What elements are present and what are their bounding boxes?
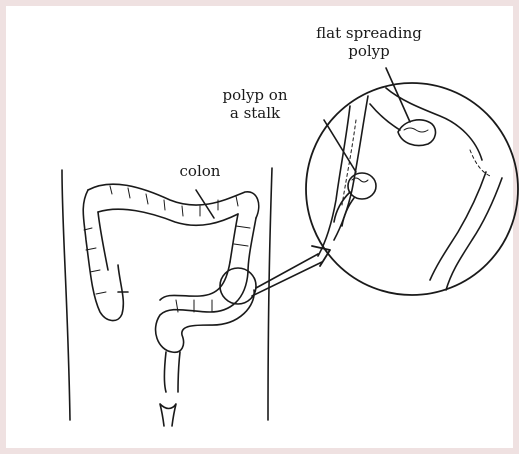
flat-polyp-leader-line bbox=[386, 68, 410, 122]
stalked-polyp-drawing bbox=[334, 173, 376, 226]
magnify-arrow bbox=[252, 246, 330, 296]
stalked-polyp-label-line1: polyp on bbox=[212, 86, 298, 104]
colon-label: colon bbox=[164, 162, 236, 180]
stalk-polyp-leader-line bbox=[324, 120, 356, 172]
flat-polyp-label-line1: flat spreading bbox=[294, 24, 444, 42]
flat-polyp-label: flat spreading polyp bbox=[294, 24, 444, 60]
magnified-intestine-wall bbox=[318, 88, 502, 290]
colon-drawing bbox=[83, 184, 259, 392]
groin-lines bbox=[160, 404, 176, 426]
torso-right-outline bbox=[268, 168, 272, 420]
stalked-polyp-label: polyp on a stalk bbox=[212, 86, 298, 122]
colon-label-text: colon bbox=[180, 162, 221, 180]
flat-polyp-label-line2: polyp bbox=[294, 42, 444, 60]
torso-left-outline bbox=[62, 170, 70, 420]
magnify-source-circle bbox=[220, 268, 256, 304]
flat-polyp-drawing bbox=[398, 120, 435, 146]
stalked-polyp-label-line2: a stalk bbox=[212, 104, 298, 122]
